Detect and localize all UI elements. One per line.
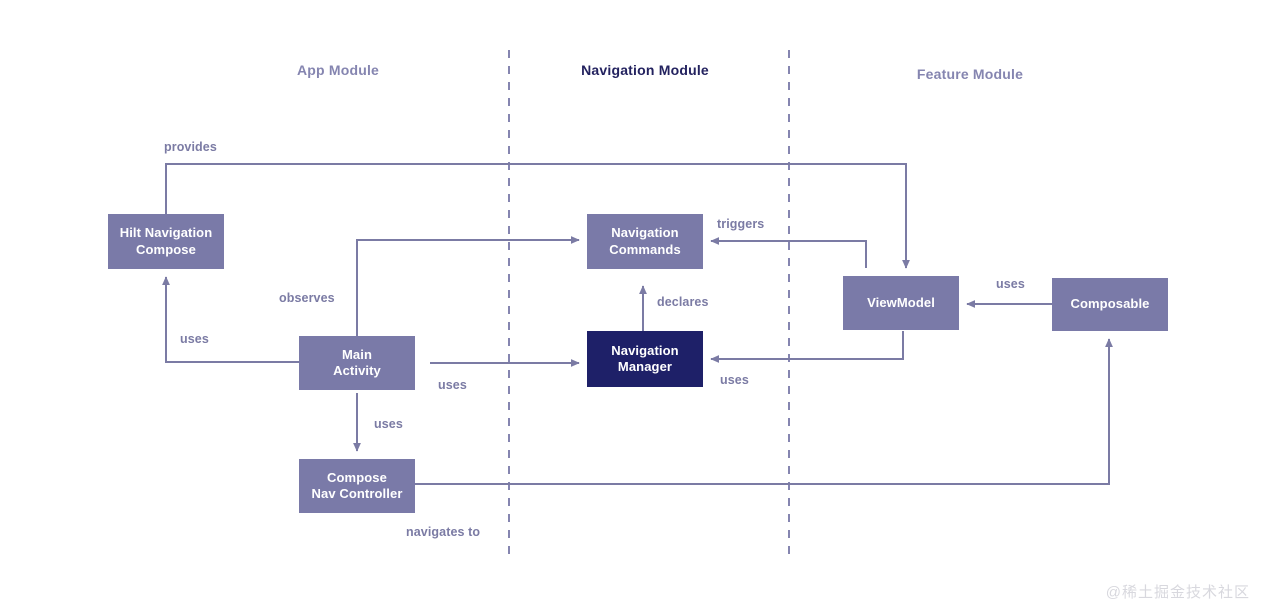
node-label-composable: Composable <box>1070 296 1150 312</box>
edge-label-uses-composable-viewmodel: uses <box>996 277 1025 291</box>
edge-label-provides: provides <box>164 140 217 154</box>
node-label-navigation-commands: Navigation Commands <box>609 225 681 257</box>
edge-provides <box>165 163 910 269</box>
node-compose-nav-controller[interactable]: Compose Nav Controller <box>299 459 415 513</box>
module-dividers <box>508 50 790 562</box>
node-label-navigation-manager: Navigation Manager <box>611 342 679 374</box>
edge-triggers-viewmodel-navigation-commands <box>710 237 867 268</box>
edge-label-uses-main-activity-navigation-manager: uses <box>438 378 467 392</box>
node-navigation-commands[interactable]: Navigation Commands <box>587 214 703 269</box>
node-label-viewmodel: ViewModel <box>867 294 935 310</box>
edge-label-observes-main-activity-navigation-commands: observes <box>279 291 335 305</box>
edge-label-uses-main-activity-hilt: uses <box>180 332 209 346</box>
node-viewmodel[interactable]: ViewModel <box>843 276 959 330</box>
node-label-compose-nav-controller: Compose Nav Controller <box>311 469 403 501</box>
edge-observes-main-activity-navigation-commands <box>356 236 580 336</box>
edge-navigates-to-compose-nav-controller-composable <box>415 338 1113 485</box>
node-label-main-activity: Main Activity <box>333 346 381 378</box>
node-label-hilt-navigation-compose: Hilt Navigation Compose <box>119 225 213 257</box>
edge-label-declares-navigation-manager-navigation-commands: declares <box>657 295 709 309</box>
watermark: @稀土掘金技术社区 <box>1105 584 1250 601</box>
edge-label-triggers-viewmodel-navigation-commands: triggers <box>717 217 765 231</box>
edge-uses-viewmodel-navigation-manager <box>710 331 904 363</box>
module-title-app: App Module <box>296 62 380 78</box>
module-title-feature: Feature Module <box>916 66 1024 82</box>
node-composable[interactable]: Composable <box>1052 278 1168 331</box>
edge-paths <box>162 163 1113 485</box>
edge-label-navigates-to-compose-nav-controller-composable: navigates to <box>406 525 481 539</box>
edge-label-uses-viewmodel-navigation-manager: uses <box>720 373 749 387</box>
node-main-activity[interactable]: Main Activity <box>299 336 415 390</box>
edge-label-uses-main-activity-compose-nav-controller: uses <box>374 417 403 431</box>
module-title-navigation: Navigation Module <box>581 62 709 78</box>
edge-uses-main-activity-hilt <box>162 276 299 363</box>
node-navigation-manager[interactable]: Navigation Manager <box>587 331 703 387</box>
node-hilt-navigation-compose[interactable]: Hilt Navigation Compose <box>108 214 224 269</box>
